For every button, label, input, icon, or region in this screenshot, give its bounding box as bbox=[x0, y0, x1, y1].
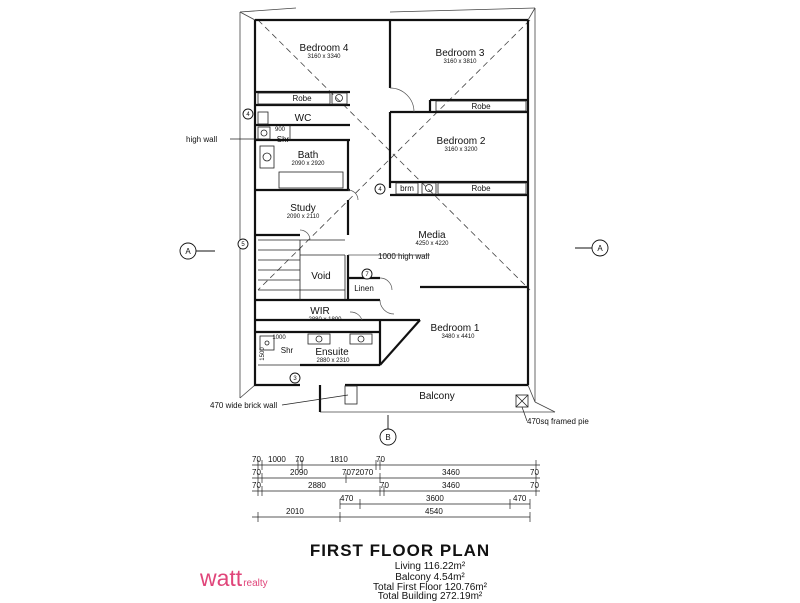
dim-r1-3: 1810 bbox=[330, 455, 348, 464]
marker-3: 3 bbox=[293, 376, 297, 382]
dim-r1-1: 1000 bbox=[268, 455, 286, 464]
dim-r1-2: 70 bbox=[295, 455, 304, 464]
section-markers bbox=[179, 108, 609, 446]
dim-r5-1: 4540 bbox=[425, 507, 443, 516]
marker-a-left: A bbox=[185, 247, 191, 256]
watt-realty-logo: wattrealty bbox=[200, 565, 268, 592]
fixture-labels: Robe Robe brm Robe Shr 900 Shr 1000 1500 bbox=[260, 94, 491, 361]
bedroom4-size: 3160 x 3340 bbox=[307, 54, 341, 60]
roof-outline bbox=[239, 7, 556, 413]
marker-5: 5 bbox=[241, 242, 245, 248]
dim-r3-3: 3460 bbox=[442, 481, 460, 490]
marker-4-mid: 4 bbox=[378, 187, 382, 193]
dimension-labels: 70 1000 70 1810 70 70 2090 7072070 3460 … bbox=[252, 455, 539, 516]
bedroom1-size: 3480 x 4410 bbox=[441, 334, 475, 340]
dim-r3-1: 2880 bbox=[308, 481, 326, 490]
dim-1500: 1500 bbox=[260, 347, 266, 361]
dim-r3-2: 70 bbox=[380, 481, 389, 490]
study-size: 2090 x 2110 bbox=[287, 214, 320, 220]
living-area: Living 116.22m² bbox=[394, 561, 466, 572]
robe2-label: Robe bbox=[471, 184, 491, 193]
linen-label: Linen bbox=[354, 284, 374, 293]
media-label: Media bbox=[418, 230, 446, 241]
ensuite-size: 2880 x 2310 bbox=[316, 358, 350, 364]
bedroom1-label: Bedroom 1 bbox=[431, 323, 480, 334]
robe3-label: Robe bbox=[471, 102, 491, 111]
dim-r2-3: 3460 bbox=[442, 468, 460, 477]
dim-r4-0: 470 bbox=[340, 494, 354, 503]
dim-r2-4: 70 bbox=[530, 468, 539, 477]
balcony-label: Balcony bbox=[419, 391, 455, 402]
dim-1000: 1000 bbox=[272, 335, 286, 341]
bedroom2-label: Bedroom 2 bbox=[437, 136, 486, 147]
bath-size: 2090 x 2920 bbox=[291, 161, 325, 167]
logo-sub: realty bbox=[243, 578, 268, 589]
marker-4-top: 4 bbox=[246, 112, 250, 118]
brick-wall-note: 470 wide brick wall bbox=[210, 401, 277, 410]
bath-label: Bath bbox=[298, 150, 319, 161]
ensuite-label: Ensuite bbox=[315, 347, 349, 358]
annotations: high wall 1000 high wall 470 wide brick … bbox=[186, 135, 589, 426]
study-label: Study bbox=[290, 203, 316, 214]
framed-pier-note: 470sq framed pie bbox=[527, 417, 589, 426]
dim-r1-0: 70 bbox=[252, 455, 261, 464]
total-first-floor: Total First Floor 120.76m² bbox=[373, 582, 487, 593]
wc-label: WC bbox=[295, 113, 312, 124]
dim-r2-2: 7072070 bbox=[342, 468, 374, 477]
fixtures-lines bbox=[257, 92, 529, 408]
dim-900: 900 bbox=[275, 127, 286, 133]
marker-b: B bbox=[385, 433, 390, 442]
high-wall-1000-note: 1000 high wall bbox=[378, 252, 429, 261]
bedroom4-label: Bedroom 4 bbox=[300, 43, 349, 54]
logo-brand: watt bbox=[200, 565, 243, 591]
robe4-label: Robe bbox=[292, 94, 312, 103]
media-size: 4250 x 4220 bbox=[415, 241, 449, 247]
bedroom3-size: 3160 x 3810 bbox=[443, 59, 477, 65]
dimension-chains bbox=[252, 460, 540, 522]
void-label: Void bbox=[311, 271, 330, 282]
shr-bottom-label: Shr bbox=[281, 346, 294, 355]
marker-labels: A A B 4 4 5 7 3 bbox=[185, 112, 603, 442]
high-wall-note: high wall bbox=[186, 135, 217, 144]
wir-label: WIR bbox=[310, 306, 329, 317]
balcony-area: Balcony 4.54m² bbox=[395, 572, 465, 583]
marker-7: 7 bbox=[365, 272, 369, 278]
dim-r2-1: 2090 bbox=[290, 468, 308, 477]
walls bbox=[253, 18, 530, 412]
brm-label: brm bbox=[400, 184, 414, 193]
shr-top-label: Shr bbox=[277, 135, 290, 144]
dim-r2-0: 70 bbox=[252, 468, 261, 477]
room-labels: Bedroom 4 3160 x 3340 Bedroom 3 3160 x 3… bbox=[287, 43, 486, 402]
dim-r3-0: 70 bbox=[252, 481, 261, 490]
dim-r4-1: 3600 bbox=[426, 494, 444, 503]
marker-a-right: A bbox=[597, 244, 603, 253]
bedroom2-size: 3160 x 3200 bbox=[444, 147, 478, 153]
dim-r4-2: 470 bbox=[513, 494, 527, 503]
total-building: Total Building 272.19m² bbox=[377, 591, 483, 602]
door-swings bbox=[299, 87, 430, 321]
dim-r3-4: 70 bbox=[530, 481, 539, 490]
dim-r5-0: 2010 bbox=[286, 507, 304, 516]
plan-title: FIRST FLOOR PLAN bbox=[309, 541, 491, 560]
bedroom3-label: Bedroom 3 bbox=[436, 48, 485, 59]
dim-r1-4: 70 bbox=[376, 455, 385, 464]
wir-size: 2880 x 1800 bbox=[308, 317, 342, 323]
